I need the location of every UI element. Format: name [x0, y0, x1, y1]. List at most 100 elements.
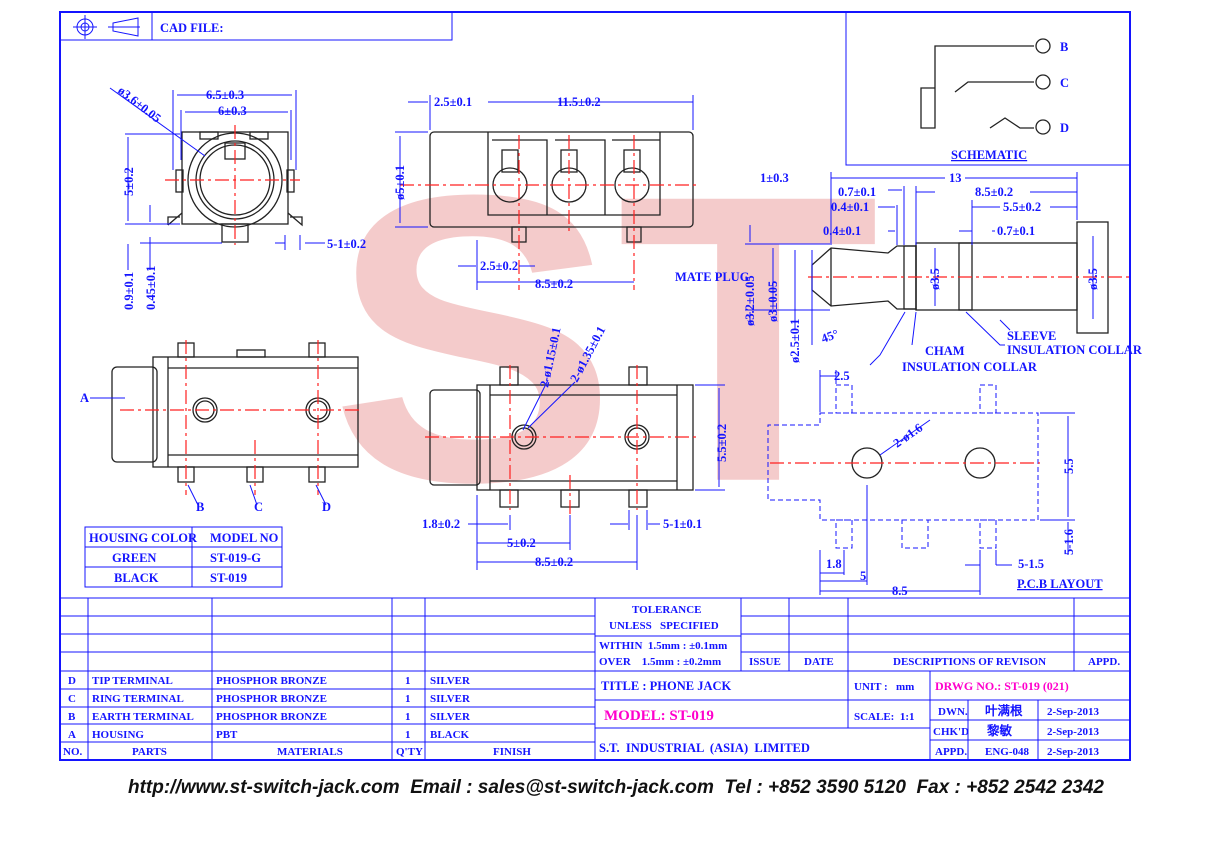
dim-front-height: 5±0.2 [122, 167, 136, 196]
parts-table: D TIP TERMINAL PHOSPHOR BRONZE 1 SILVER … [60, 597, 1130, 760]
signoff-role: DWN. [938, 706, 968, 718]
revision-header-date: DATE [804, 656, 834, 668]
tolerance-within: WITHIN 1.5mm : ±0.1mm [599, 640, 727, 652]
dim-pcb-18: 1.8 [826, 557, 842, 571]
dim-pcb-pad-width: 5-1.5 [1018, 557, 1044, 571]
dim-pcb-pad: 5-1.6 [1062, 529, 1076, 555]
dim-plug-04b: 0.4±0.1 [823, 224, 861, 238]
drawing-number: DRWG NO.: ST-019 (021) [935, 679, 1069, 693]
mate-plug-label: MATE PLUG [675, 270, 750, 284]
header-no: NO. [63, 746, 83, 758]
dim-plug-07a: 0.7±0.1 [838, 185, 876, 199]
label-b-earth: B [196, 500, 204, 514]
front-view: 6.5±0.3 6±0.3 ø3.6±0.05 5±0.2 0.9±0.1 0.… [109, 83, 366, 310]
dim-plug-13: 13 [949, 171, 962, 185]
dim-top-85: 8.5±0.2 [535, 555, 573, 569]
dim-side-front: 2.5±0.1 [434, 95, 472, 109]
revision-header-appd: APPD. [1088, 656, 1120, 668]
part-qty: 1 [405, 729, 411, 741]
dim-top-18: 1.8±0.2 [422, 517, 460, 531]
part-name: EARTH TERMINAL [92, 711, 194, 723]
dim-plug-1: 1±0.3 [760, 171, 789, 185]
mate-plug-view: MATE PLUG 1±0.3 13 0.7±0.1 8.5±0.2 0.4±0… [675, 171, 1143, 374]
part-no: D [68, 675, 76, 687]
dim-front-inner-width: 6±0.3 [218, 104, 247, 118]
cad-file-box: CAD FILE: [59, 11, 453, 41]
pcb-layout-title: P.C.B LAYOUT [1017, 577, 1103, 591]
part-material: PHOSPHOR BRONZE [216, 675, 327, 687]
dim-top-height: 5.5±0.2 [715, 424, 729, 462]
dim-front-bore: ø3.6±0.05 [115, 83, 164, 125]
schematic-title: SCHEMATIC [951, 148, 1027, 162]
tolerance-title: TOLERANCE [632, 604, 701, 616]
side-view: 2.5±0.1 11.5±0.2 ø5±0.1 2.5±0.2 8.5±0.2 [393, 95, 700, 291]
part-qty: 1 [405, 693, 411, 705]
part-finish: SILVER [430, 693, 471, 705]
callout-insulation-collar-1: INSULATION COLLAR [902, 360, 1038, 374]
dim-top-5: 5±0.2 [507, 536, 536, 550]
dim-front-width: 6.5±0.3 [206, 88, 244, 102]
schematic: B C D SCHEMATIC [845, 11, 1131, 166]
header-parts: PARTS [132, 746, 167, 758]
signoff-date: 2-Sep-2013 [1047, 706, 1099, 718]
part-no: B [68, 711, 76, 723]
dim-plug-angle: 45° [819, 327, 840, 346]
signoff-role: APPD. [935, 746, 967, 758]
model-no-black: ST-019 [210, 571, 247, 585]
dim-plug-04a: 0.4±0.1 [831, 200, 869, 214]
pin-d-label: D [1060, 121, 1069, 135]
model-color-green: GREEN [112, 551, 156, 565]
company-name: S.T. INDUSTRIAL (ASIA) LIMITED [599, 741, 810, 755]
dim-plug-32: ø3.2±0.05 [743, 275, 757, 326]
dim-front-045: 0.45±0.1 [144, 266, 158, 310]
part-finish: SILVER [430, 711, 471, 723]
signoff-date: 2-Sep-2013 [1047, 726, 1099, 738]
revision-header-description: DESCRIPTIONS OF REVISON [893, 656, 1046, 668]
part-qty: 1 [405, 711, 411, 723]
dim-pcb-5: 5 [860, 569, 866, 583]
part-material: PHOSPHOR BRONZE [216, 711, 327, 723]
header-qty: Q'TY [396, 746, 423, 758]
part-no: C [68, 693, 76, 705]
bottom-view: A B C D [80, 340, 360, 514]
dim-side-diameter: ø5±0.1 [393, 165, 407, 200]
part-material: PHOSPHOR BRONZE [216, 693, 327, 705]
cad-file-label: CAD FILE: [160, 21, 224, 35]
drawing-title: TITLE : PHONE JACK [601, 679, 732, 693]
revision-header-issue: ISSUE [749, 656, 781, 668]
callout-cham: CHAM [925, 344, 965, 358]
pin-b-label: B [1060, 40, 1068, 54]
part-name: TIP TERMINAL [92, 675, 173, 687]
model-header-no: MODEL NO [210, 531, 279, 545]
dim-plug-85: 8.5±0.2 [975, 185, 1013, 199]
header-finish: FINISH [493, 746, 531, 758]
contact-footer: http://www.st-switch-jack.com Email : sa… [127, 777, 1104, 798]
signoff-role: CHK'D [933, 726, 969, 738]
dim-plug-55: 5.5±0.2 [1003, 200, 1041, 214]
dim-side-offset: 2.5±0.2 [480, 259, 518, 273]
part-qty: 1 [405, 675, 411, 687]
projection-symbol-icon [73, 15, 140, 39]
part-no: A [68, 729, 76, 741]
model-header-color: HOUSING COLOR [89, 531, 198, 545]
dim-pcb-85: 8.5 [892, 584, 908, 598]
dim-front-09: 0.9±0.1 [122, 272, 136, 310]
scale: SCALE: 1:1 [854, 711, 915, 723]
callout-insulation-collar-2: INSULATION COLLAR [1007, 343, 1143, 357]
part-material: PBT [216, 729, 238, 741]
dim-plug-3: ø3±0.05 [766, 281, 780, 322]
signoff-name: 叶满根 [985, 703, 1023, 718]
signoff-name: 黎敏 [987, 723, 1013, 738]
model-color-black: BLACK [114, 571, 159, 585]
title-block: TOLERANCE UNLESS SPECIFIED WITHIN 1.5mm … [60, 598, 1130, 761]
signoff-name: ENG-048 [985, 746, 1030, 758]
dim-pcb-25: 2.5 [834, 369, 850, 383]
dim-side-pitch: 8.5±0.2 [535, 277, 573, 291]
label-a-housing: A [80, 391, 89, 405]
tolerance-over: OVER 1.5mm : ±0.2mm [599, 656, 721, 668]
model-table: HOUSING COLOR MODEL NO GREEN ST-019-G BL… [84, 526, 283, 588]
dim-pcb-hole: 2-ø1.6 [891, 420, 925, 450]
pin-c-label: C [1060, 76, 1069, 90]
dim-plug-collar-dia: ø3.5 [1086, 268, 1100, 290]
